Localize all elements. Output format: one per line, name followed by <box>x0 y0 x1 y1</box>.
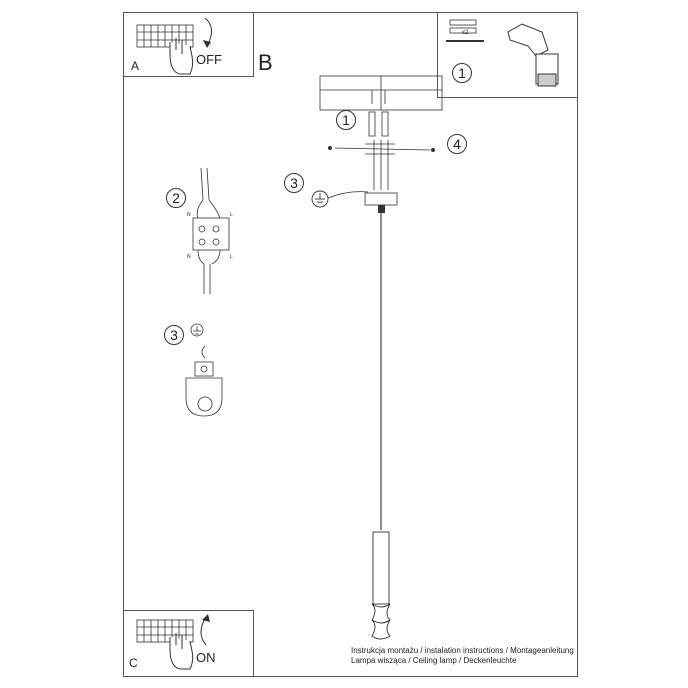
callout-ground: 3 <box>284 173 304 193</box>
panel-c-letter: C <box>129 656 138 670</box>
callout-wires: 2 <box>166 188 186 208</box>
tools-qty: x2 <box>462 30 469 36</box>
on-label: ON <box>196 650 216 665</box>
panel-a-letter: A <box>131 59 140 73</box>
terminal-l-bottom: L <box>230 254 233 260</box>
terminal-l-top: L <box>230 212 233 218</box>
callout-screw: 4 <box>447 134 467 154</box>
footer-line-2: Lampa wisząca / Ceiling lamp / Deckenleu… <box>351 656 517 665</box>
panel-b-letter: B <box>258 50 273 75</box>
footer-line-1: Instrukcja montażu / instalation instruc… <box>351 646 574 655</box>
panel-c <box>123 610 254 677</box>
off-label: OFF <box>196 52 222 67</box>
terminal-n-bottom: N <box>187 254 191 260</box>
tools-step-callout: 1 <box>452 63 472 83</box>
panel-a <box>123 12 254 77</box>
callout-ground-detail: 3 <box>164 325 184 345</box>
terminal-n-top: N <box>187 212 191 218</box>
page-frame <box>123 12 578 677</box>
tools-panel <box>437 12 578 98</box>
callout-mount: 1 <box>336 110 356 130</box>
